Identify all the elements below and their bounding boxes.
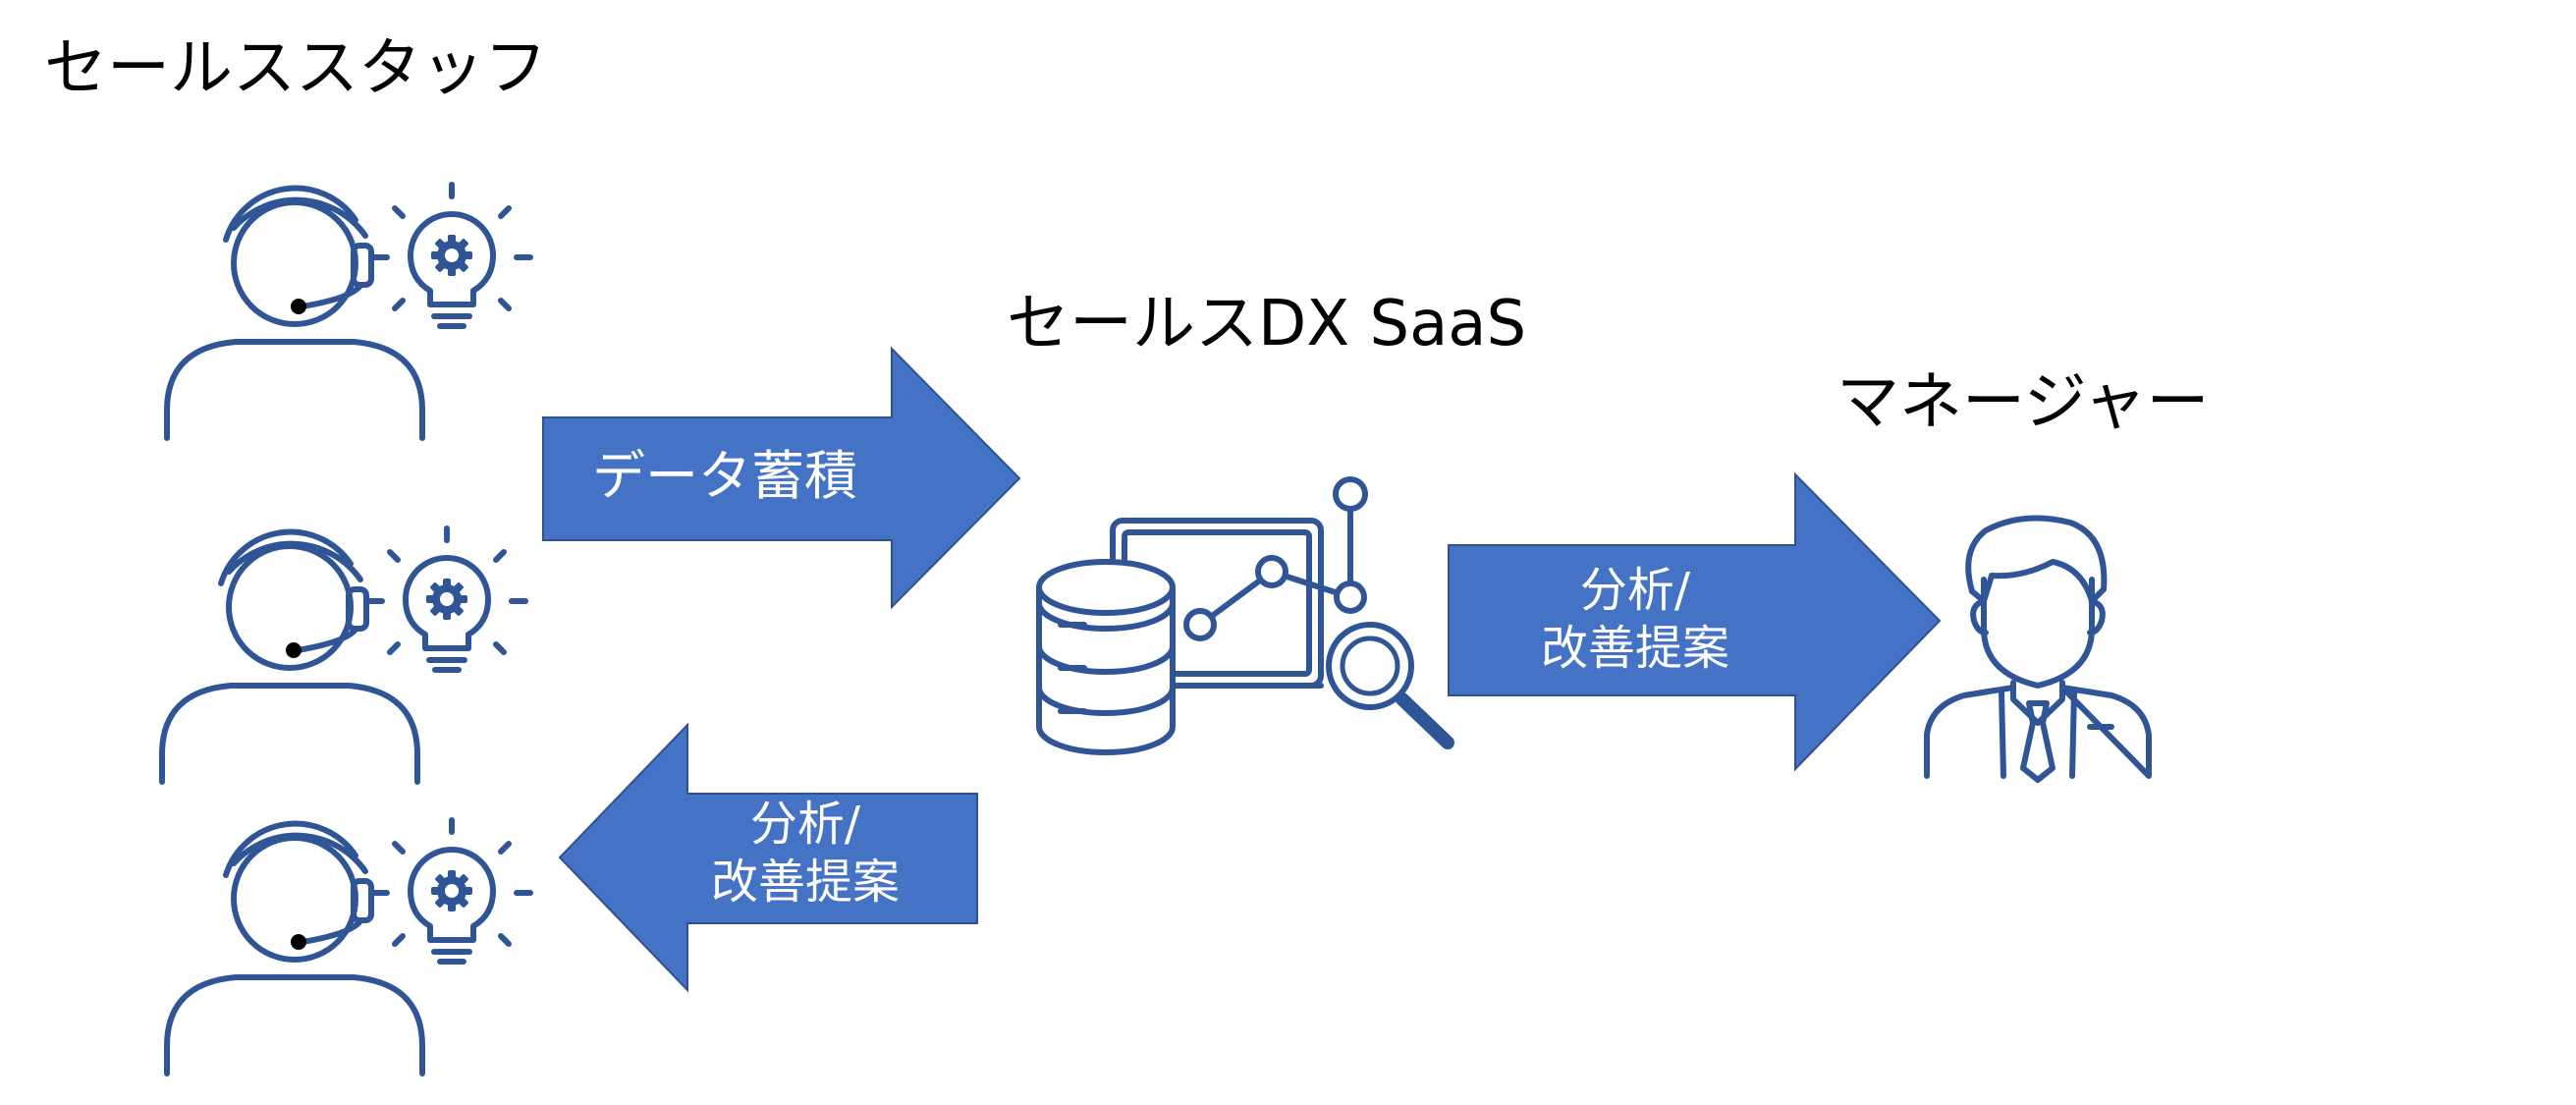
improvement-proposal-text: 改善提案 [1540,620,1729,676]
businessman-icon [1924,515,2152,783]
arrow-analysis-to-manager-label: 分析/ 改善提案 [1449,562,1822,677]
lightbulb-gear-icon [373,185,530,326]
arrow-data-accumulation-label: データ蓄積 [543,444,906,509]
headset-operator-icon [167,189,422,438]
lightbulb-gear-icon [368,528,525,670]
arrow-analysis-to-staff [558,722,978,993]
data-accumulation-text: データ蓄積 [592,445,857,507]
lightbulb-gear-icon [373,820,530,962]
saas-label: セールスDX SaaS [1007,288,1527,360]
sales-staff-label: セールススタッフ [44,32,547,105]
manager-label: マネージャー [1836,366,2210,439]
arrow-analysis-to-staff-label: 分析/ 改善提案 [629,796,982,911]
analysis-text: 分析/ [749,797,861,852]
staff-person-3 [167,820,530,1074]
headset-operator-icon [162,532,417,782]
headset-operator-icon [167,824,422,1074]
staff-person-1 [167,185,530,438]
arrow-analysis-to-manager [1448,471,1942,772]
staff-person-2 [162,528,525,782]
arrow-data-accumulation [542,346,1021,610]
analysis-text: 分析/ [1579,563,1691,618]
improvement-proposal-text: 改善提案 [710,854,900,910]
database-analytics-icon [1036,476,1454,755]
